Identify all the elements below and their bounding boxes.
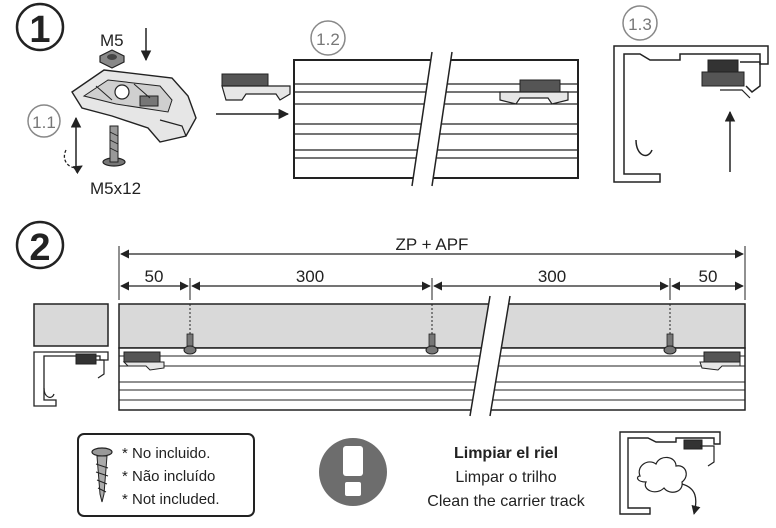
screw-m5x12 [102,125,126,167]
not-included-legend: * No incluido. * Não incluído * Not incl… [77,433,255,517]
svg-text:1.2: 1.2 [316,30,340,49]
dust-cloud-icon [636,456,687,493]
loose-carrier [221,73,291,101]
screw-marker-c [663,304,677,355]
screw-marker-a [183,304,197,355]
step-1-badge: 1 [15,2,65,52]
svg-text:1.3: 1.3 [628,15,652,34]
warning-text-en: Clean the carrier track [427,493,585,510]
screw-marker-b [425,304,439,355]
legend-line-en: * Not included. [122,491,220,508]
rail-profile-1-3 [613,45,769,183]
carrier-bracket [71,69,197,143]
dim-edge-right-label: 50 [699,267,718,286]
rail-profile-step-2 [33,303,109,407]
dim-edge-left-label: 50 [145,267,164,286]
substep-1-3-badge: 1.3 [622,5,658,41]
cleaning-profile [619,431,721,515]
screw-size-label: M5x12 [90,179,141,198]
dim-span-right-label: 300 [538,267,566,286]
legend-line-pt: * Não incluído [122,468,215,485]
dim-span-left-label: 300 [296,267,324,286]
rail-section-1-2 [293,51,579,187]
warning-text-es: Limpiar el riel [454,445,558,462]
svg-text:1.1: 1.1 [32,113,56,132]
dust-out-arrow [681,483,701,515]
step-1-number: 1 [29,9,50,51]
rotate-arrow [63,149,83,175]
wood-screw-icon [91,447,113,503]
legend-line-es: * No incluido. [122,445,210,462]
substep-1-2-badge: 1.2 [310,20,346,56]
warning-badge [319,438,387,506]
hex-nut [99,49,125,69]
step-2-number: 2 [29,227,50,269]
step-2-badge: 2 [15,220,65,270]
substep-1-1-badge: 1.1 [27,104,61,138]
dim-total-label: ZP + APF [396,235,469,254]
warning-text-pt: Limpar o trilho [455,469,556,486]
nut-size-label: M5 [100,31,124,50]
